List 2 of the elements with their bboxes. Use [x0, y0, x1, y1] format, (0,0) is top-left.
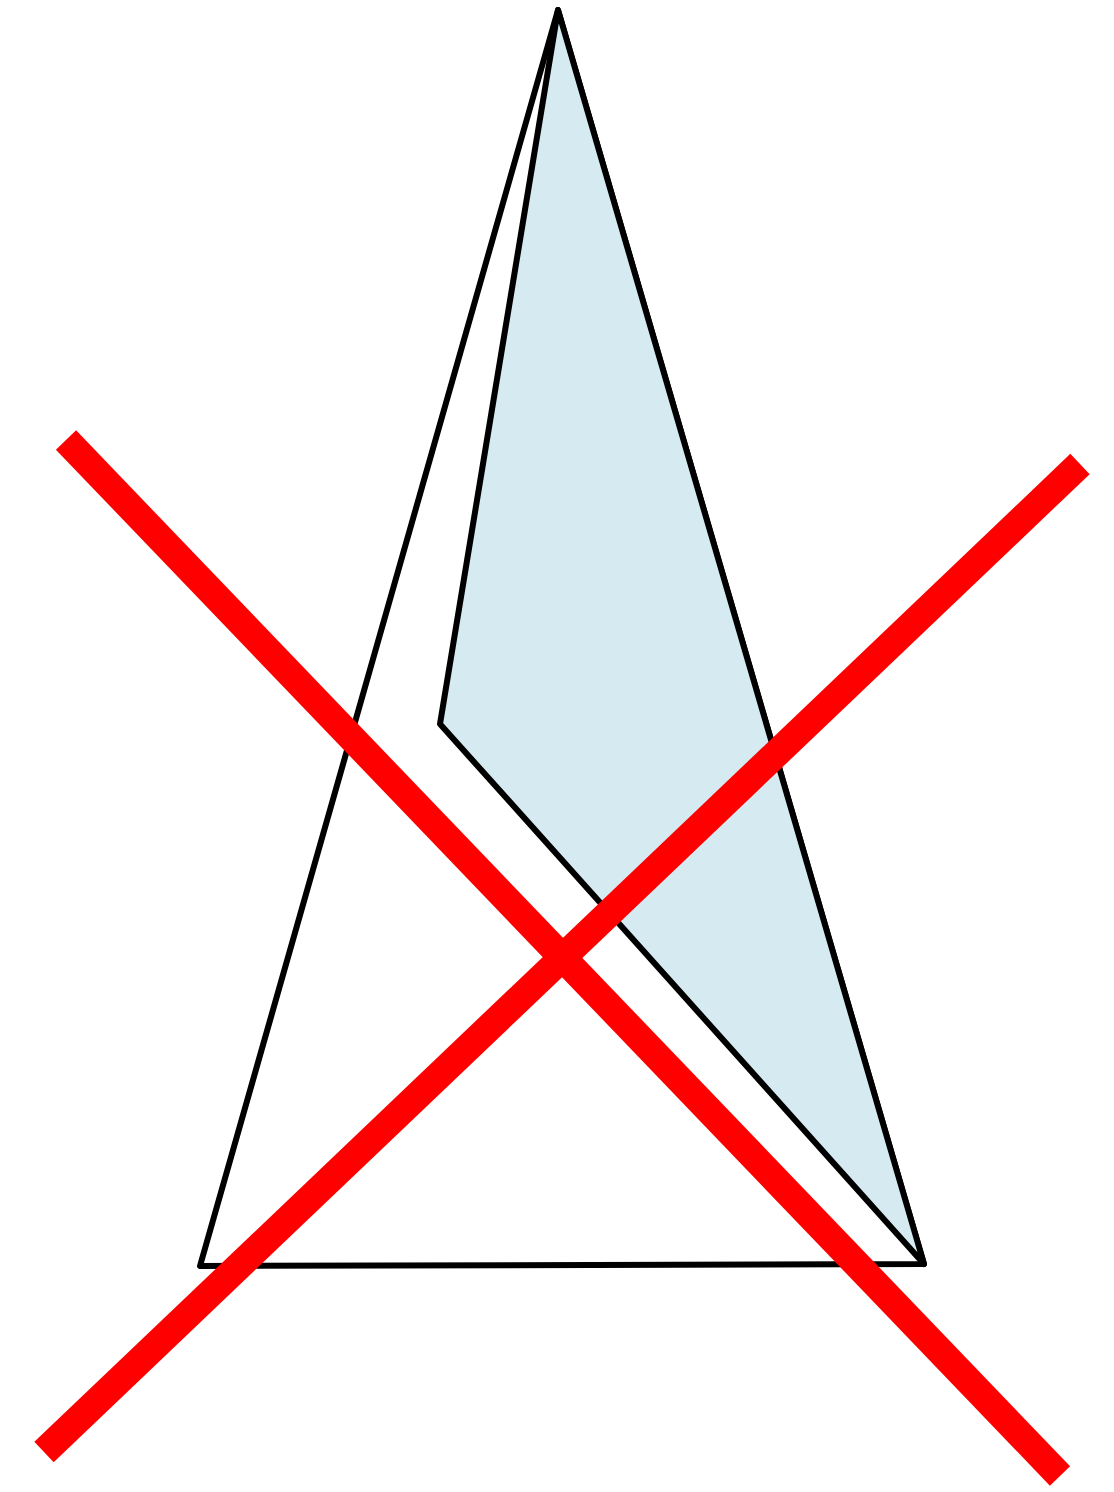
triangle-outline — [197, 7, 927, 1269]
shaded-triangle — [437, 7, 927, 1267]
